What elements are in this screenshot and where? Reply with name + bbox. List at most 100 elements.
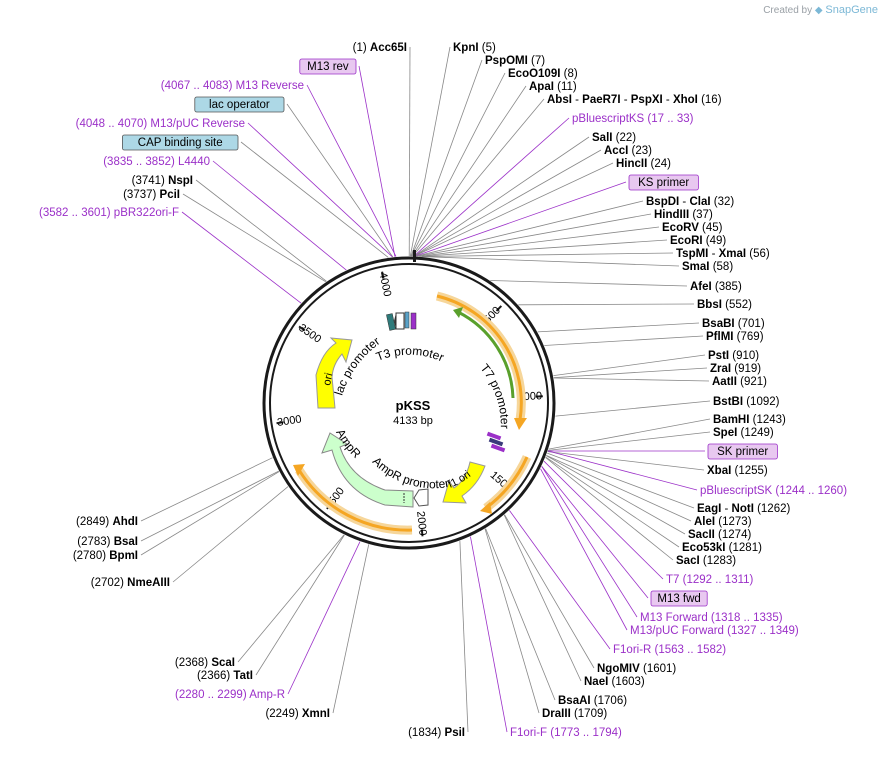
enzyme-site-label[interactable]: PflMI (769) — [706, 331, 764, 343]
enzyme-site-label[interactable]: SalI (22) — [592, 132, 636, 144]
primer-site-label[interactable]: (4048 .. 4070) M13/pUC Reverse — [76, 118, 245, 130]
enzyme-site-label[interactable]: ZraI (919) — [710, 363, 761, 375]
leader-line — [490, 280, 687, 286]
site-position: (1274) — [715, 529, 752, 541]
primer-site-label[interactable]: F1ori-F (1773 .. 1794) — [510, 727, 622, 739]
enzyme-site-label[interactable]: SpeI (1249) — [713, 427, 774, 439]
enzyme-site-label[interactable]: AleI (1273) — [694, 516, 752, 528]
enzyme-name: PciI — [160, 189, 180, 201]
left-site-labels: (1) Acc65I M13 rev(4067 .. 4083) M13 Reve… — [39, 42, 465, 739]
m13-rev-mark — [411, 313, 416, 329]
enzyme-site-label[interactable]: (2780) BpmI — [73, 550, 138, 562]
enzyme-site-label[interactable]: SacI (1283) — [676, 555, 736, 567]
snapgene-logo-icon: ◆ — [815, 5, 823, 16]
primer-site-label[interactable]: (3582 .. 3601) pBR322ori-F — [39, 207, 179, 219]
enzyme-site-label[interactable]: SacII (1274) — [688, 529, 751, 541]
primer-site-label[interactable]: (4067 .. 4083) M13 Reverse — [161, 80, 304, 92]
enzyme-site-label[interactable]: (2249) XmnI — [265, 708, 330, 720]
leader-line — [359, 66, 395, 257]
primer-label[interactable]: SK primer — [717, 446, 768, 458]
primer-site-label[interactable]: pBluescriptSK (1244 .. 1260) — [700, 485, 847, 497]
enzyme-site-label[interactable]: KpnI (5) — [453, 42, 496, 54]
enzyme-site-label[interactable]: DraIII (1709) — [542, 708, 607, 720]
enzyme-site-label[interactable]: AccI (23) — [604, 145, 652, 157]
primer-site-label[interactable]: pBluescriptKS (17 .. 33) — [572, 113, 694, 125]
site-position: (1092) — [743, 396, 780, 408]
enzyme-site-label[interactable]: (3737) PciI — [123, 189, 180, 201]
primer-text: (2280 .. 2299) Amp-R — [175, 689, 285, 701]
primer-text: F1ori-F (1773 .. 1794) — [510, 727, 622, 739]
leader-line — [504, 515, 581, 681]
enzyme-site-label[interactable]: BsaBI (701) — [702, 318, 765, 330]
enzyme-site-label[interactable]: ApaI (11) — [529, 81, 577, 93]
enzyme-name: AccI — [604, 145, 628, 157]
leader-line — [141, 458, 273, 521]
enzyme-site-label[interactable]: (2368) ScaI — [175, 657, 235, 669]
feature-label[interactable]: lac operator — [209, 99, 270, 111]
site-position: (1273) — [715, 516, 752, 528]
enzyme-site-label[interactable]: PspOMI (7) — [485, 55, 545, 67]
primer-site-label[interactable]: M13/pUC Forward (1327 .. 1349) — [630, 625, 799, 637]
enzyme-site-label[interactable]: (2849) AhdI — [76, 516, 138, 528]
site-position: (921) — [737, 376, 767, 388]
leader-line — [548, 451, 697, 490]
enzyme-site-label[interactable]: EcoRV (45) — [662, 222, 723, 234]
site-position: (1262) — [754, 503, 791, 515]
enzyme-site-label[interactable]: BstBI (1092) — [713, 396, 780, 408]
primer-site-label[interactable]: M13 Forward (1318 .. 1335) — [640, 612, 783, 624]
enzyme-site-label[interactable]: TspMI - XmaI (56) — [676, 248, 770, 260]
leader-line — [546, 456, 685, 534]
feature-label[interactable]: CAP binding site — [138, 137, 223, 149]
primer-site-label[interactable]: (2280 .. 2299) Amp-R — [175, 689, 285, 701]
leader-line — [414, 137, 589, 256]
enzyme-site-label[interactable]: BamHI (1243) — [713, 414, 786, 426]
enzyme-site-label[interactable]: (3741) NspI — [132, 175, 193, 187]
enzyme-site-label[interactable]: BbsI (552) — [697, 299, 752, 311]
enzyme-site-label[interactable]: NaeI (1603) — [584, 676, 645, 688]
enzyme-site-label[interactable]: EcoRI (49) — [670, 235, 726, 247]
enzyme-site-label[interactable]: SmaI (58) — [682, 261, 733, 273]
enzyme-site-label[interactable]: (1) Acc65I — [353, 42, 407, 54]
enzyme-site-label[interactable]: BsaAI (1706) — [558, 695, 627, 707]
enzyme-site-label[interactable]: AfeI (385) — [690, 281, 742, 293]
leader-line — [518, 304, 694, 305]
primer-site-label[interactable]: F1ori-R (1563 .. 1582) — [613, 644, 726, 656]
enzyme-name: AhdI — [112, 516, 138, 528]
feature-arc-right-bottom — [486, 457, 527, 508]
enzyme-name: BsaBI — [702, 318, 735, 330]
primer-site-label[interactable]: (3835 .. 3852) L4440 — [103, 156, 210, 168]
enzyme-site-label[interactable]: (1834) PsiI — [408, 727, 465, 739]
enzyme-site-label[interactable]: XbaI (1255) — [707, 465, 768, 477]
leader-line — [541, 469, 627, 630]
t7-primer-mark-3 — [491, 444, 506, 453]
leader-line — [410, 47, 450, 256]
enzyme-site-label[interactable]: AatII (921) — [712, 376, 767, 388]
enzyme-site-label[interactable]: Eco53kI (1281) — [682, 542, 762, 554]
enzyme-site-label[interactable]: AbsI - PaeR7I - PspXI - XhoI (16) — [547, 94, 722, 106]
leader-line — [141, 472, 279, 555]
enzyme-name: BbsI — [697, 299, 722, 311]
enzyme-site-label[interactable]: EcoO109I (8) — [508, 68, 578, 80]
site-position: (56) — [746, 248, 770, 260]
site-position: (769) — [733, 331, 763, 343]
leader-line — [509, 510, 610, 649]
enzyme-site-label[interactable]: (2366) TatI — [197, 670, 253, 682]
t7-primer-mark-2 — [489, 438, 504, 447]
leader-line — [141, 471, 279, 541]
enzyme-site-label[interactable]: BspDI - ClaI (32) — [646, 196, 734, 208]
enzyme-site-label[interactable]: PstI (910) — [708, 350, 759, 362]
primer-label[interactable]: KS primer — [638, 177, 689, 189]
site-position: (1243) — [749, 414, 786, 426]
leader-line — [183, 194, 326, 282]
site-position: (701) — [735, 318, 765, 330]
enzyme-site-label[interactable]: EagI - NotI (1262) — [697, 503, 790, 515]
primer-label[interactable]: M13 fwd — [657, 593, 700, 605]
enzyme-site-label[interactable]: (2783) BsaI — [77, 536, 138, 548]
enzyme-site-label[interactable]: (2702) NmeAIII — [91, 577, 170, 589]
enzyme-site-label[interactable]: HindIII (37) — [654, 209, 713, 221]
enzyme-site-label[interactable]: HincII (24) — [616, 158, 671, 170]
primer-label[interactable]: M13 rev — [307, 61, 349, 73]
enzyme-site-label[interactable]: NgoMIV (1601) — [597, 663, 676, 675]
primer-site-label[interactable]: T7 (1292 .. 1311) — [666, 574, 754, 586]
leader-line — [549, 419, 710, 449]
